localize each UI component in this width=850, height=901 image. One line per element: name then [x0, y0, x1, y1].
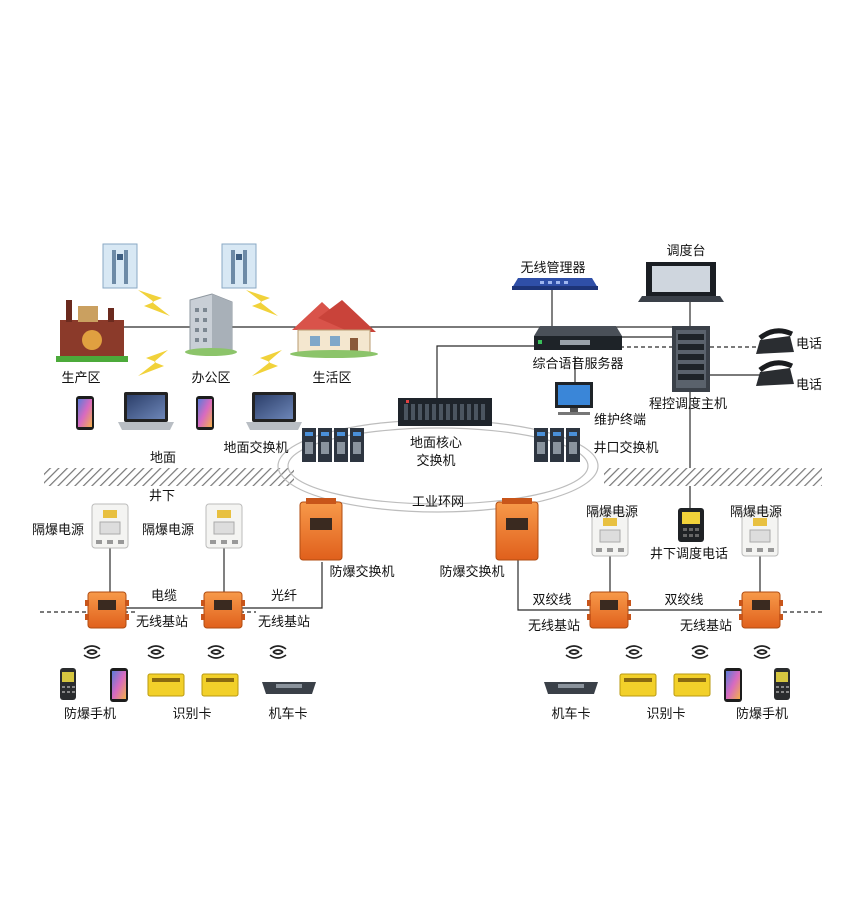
phone-2-label: 电话 [796, 378, 823, 393]
living-zone-label: 生活区 [312, 371, 352, 386]
laptop-icon [246, 392, 302, 430]
vehicle-card-label: 机车卡 [551, 707, 591, 722]
explosion-proof-phone-icon [60, 668, 76, 700]
production-zone-label: 生产区 [61, 371, 101, 386]
wireless-base-station-icon [85, 591, 129, 629]
id-card-icon [201, 673, 239, 697]
explosion-proof-phone-label: 防爆手机 [63, 707, 117, 722]
explosion-proof-phone-icon [774, 668, 790, 700]
power-supply-icon [741, 511, 779, 557]
office-zone-label: 办公区 [191, 371, 231, 386]
base-station-label: 无线基站 [135, 615, 189, 630]
twisted1-line [517, 556, 592, 611]
wireless-manager-icon [512, 278, 598, 290]
vehicle-card-icon [262, 682, 316, 694]
server-core-line [436, 345, 535, 398]
power-supply-label: 隔爆电源 [729, 505, 783, 520]
wifi-signal-icon [691, 645, 709, 659]
core-switch-icon [398, 398, 492, 426]
id-card-icon [147, 673, 185, 697]
vehicle-card-icon [544, 682, 598, 694]
explosion-proof-switch-icon [299, 498, 343, 561]
wifi-signal-icon [565, 645, 583, 659]
base-station-label: 无线基站 [257, 615, 311, 630]
ring-label: 工业环网 [411, 495, 465, 510]
core-switch-label-2: 交换机 [416, 454, 456, 469]
smartphone-icon [76, 396, 94, 430]
twisted-pair-label: 双绞线 [664, 593, 704, 608]
factory-icon [56, 300, 128, 362]
smartphone-icon [110, 668, 128, 702]
power-supply-icon [591, 511, 629, 557]
wifi-signal-icon [753, 645, 771, 659]
mine-dispatch-phone-icon [678, 508, 704, 542]
console-label: 调度台 [666, 244, 706, 259]
id-card-label: 识别卡 [172, 707, 212, 722]
wireless-base-station-icon [739, 591, 783, 629]
ground-switch-label: 地面交换机 [223, 441, 289, 456]
power-supply-label: 隔爆电源 [141, 523, 195, 538]
bolt-icon [138, 290, 170, 316]
explosion-proof-switch-icon [495, 498, 539, 561]
ground-strata [44, 468, 822, 486]
dispatch-console-icon [638, 262, 724, 302]
dispatch-host-label: 程控调度主机 [648, 397, 728, 412]
underground-label: 井下 [148, 489, 176, 504]
fiber-label: 光纤 [270, 589, 298, 604]
explosion-proof-switch-label: 防爆交换机 [329, 565, 395, 580]
strata-right [604, 468, 822, 486]
bolt-icon [246, 290, 278, 316]
shaft-switch-label: 井口交换机 [593, 441, 659, 456]
smartphone-icon [724, 668, 742, 702]
explosion-proof-phone-label: 防爆手机 [735, 707, 789, 722]
id-card-icon [619, 673, 657, 697]
mine-dispatch-phone-label: 井下调度电话 [649, 547, 729, 562]
power-supply-icon [205, 503, 243, 549]
wifi-signal-icon [269, 645, 287, 659]
house-icon [290, 300, 378, 358]
power-supply-label: 隔爆电源 [31, 523, 85, 538]
desk-phone-icon [756, 328, 794, 354]
wireless-base-station-icon [201, 591, 245, 629]
wifi-signal-icon [207, 645, 225, 659]
core-switch-label-1: 地面核心 [409, 436, 463, 451]
vehicle-card-label: 机车卡 [268, 707, 308, 722]
bolt-icon [252, 350, 282, 376]
id-card-icon [673, 673, 711, 697]
cable-label: 电缆 [150, 589, 178, 604]
wifi-signal-icon [147, 645, 165, 659]
tower-icon [102, 243, 138, 289]
fiber-line [240, 562, 323, 609]
strata-left [44, 468, 294, 486]
base-station-label: 无线基站 [679, 619, 733, 634]
office-building-icon [185, 293, 237, 356]
base-station-label: 无线基站 [527, 619, 581, 634]
explosion-proof-switch-label: 防爆交换机 [439, 565, 505, 580]
wifi-signal-icon [83, 645, 101, 659]
power-supply-icon [91, 503, 129, 549]
wireless-base-station-icon [587, 591, 631, 629]
bolt-icon [138, 350, 168, 376]
ground-switch-icon [302, 428, 364, 462]
laptop-icon [118, 392, 174, 430]
wifi-signal-icon [625, 645, 643, 659]
tower-icon [221, 243, 257, 289]
id-card-label: 识别卡 [646, 707, 686, 722]
voice-server-label: 综合语音服务器 [532, 357, 624, 372]
desk-phone-icon [756, 360, 794, 386]
maintenance-terminal-label: 维护终端 [593, 413, 647, 428]
twisted-pair-label: 双绞线 [532, 593, 572, 608]
shaft-switch-icon [534, 428, 580, 462]
dispatch-host-rack-icon [672, 326, 710, 392]
smartphone-icon [196, 396, 214, 430]
power-supply-label: 隔爆电源 [585, 505, 639, 520]
phone-1-label: 电话 [796, 337, 823, 352]
signal-waves [83, 645, 771, 659]
maintenance-terminal-icon [555, 382, 593, 415]
ground-label: 地面 [149, 451, 177, 466]
voice-server-icon [534, 326, 622, 350]
wireless-manager-label: 无线管理器 [520, 261, 586, 276]
